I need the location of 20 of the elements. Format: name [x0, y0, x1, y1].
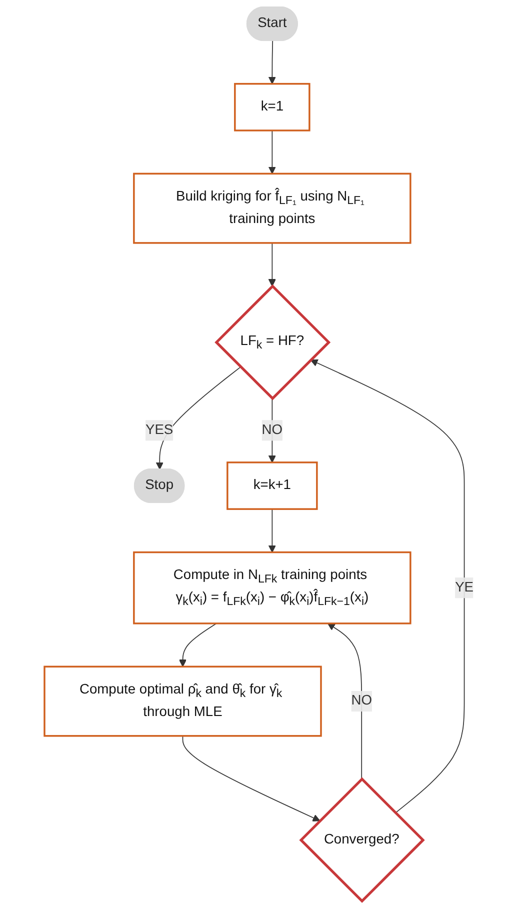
- edge-label: NO: [351, 693, 372, 708]
- node-diamond: Converged?: [299, 777, 425, 903]
- arrow: [310, 359, 465, 814]
- node-diamond: LF$_{k}$ = HF?: [214, 284, 331, 400]
- edge-label: YES: [145, 422, 174, 438]
- node-box: k=k+1: [226, 462, 318, 510]
- edge-label: NO: [262, 422, 283, 438]
- arrow: [268, 508, 276, 553]
- edge-label: YE: [455, 580, 474, 595]
- node-box: Compute optimal ρ̂$_{k}$ and θ̂$_{k}$ for γ̂$_{k}$ through MLE: [44, 666, 322, 737]
- node-box: Build kriging for f̂$_{LF₁}$ using N$_{LF₁}$ training points: [133, 172, 412, 244]
- arrow: [178, 623, 217, 667]
- arrow: [182, 735, 320, 822]
- node-box: Compute in N$_{LFk}$ training points γ$_{k}$(x$_{i}$) = f$_{LFk}$(x$_{i}$) − φ̂$_{k}$(x$_{i}$)f̂$_{LFk−1}$(x$_{i}$): [133, 551, 412, 624]
- arrow: [268, 242, 276, 286]
- arrow: [268, 40, 276, 84]
- arrow: [268, 398, 276, 463]
- arrow: [268, 130, 276, 174]
- node-box: k=1: [234, 82, 310, 132]
- arrow: [327, 623, 362, 780]
